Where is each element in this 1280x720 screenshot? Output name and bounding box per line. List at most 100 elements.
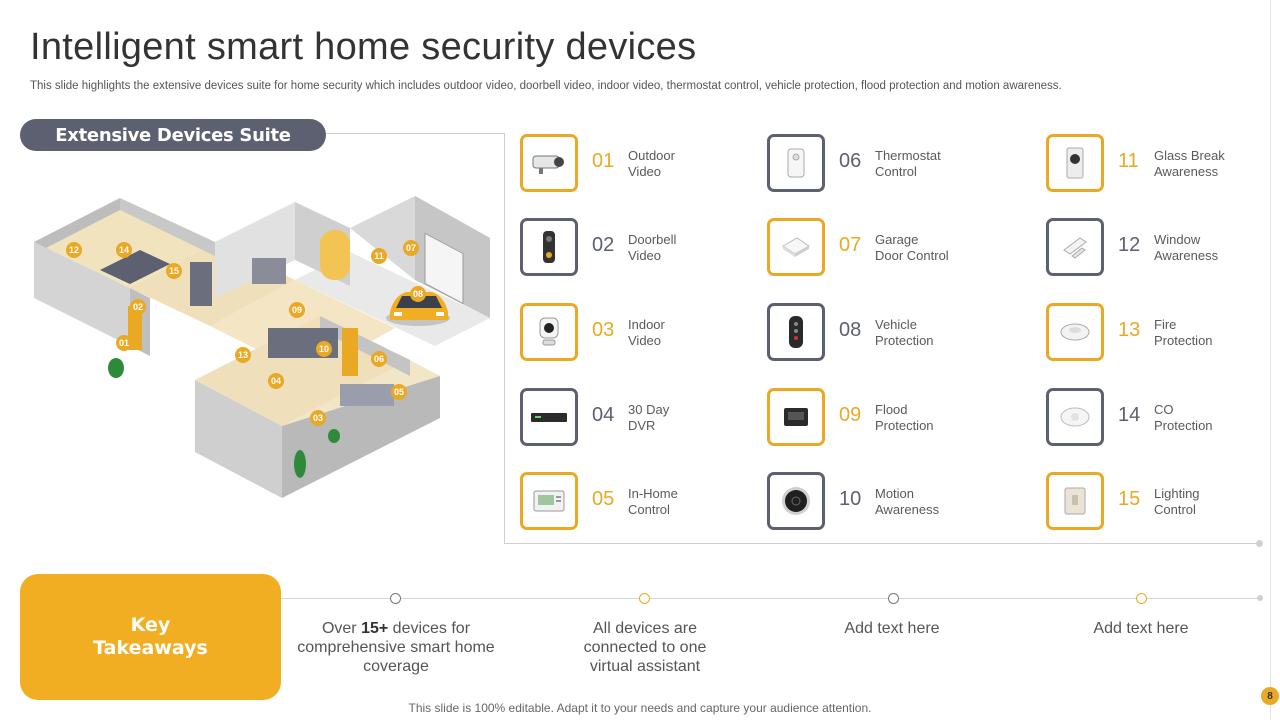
house-floorplan-illustration: 12 14 15 02 01 09 10 13 04 03 06 05 11 0… <box>34 196 490 498</box>
takeaway-marker-3 <box>888 593 899 604</box>
smoke-detector-icon <box>1060 323 1090 341</box>
device-number: 02 <box>592 234 615 256</box>
device-icon-box <box>520 303 578 361</box>
doorbell-icon <box>543 231 555 263</box>
takeaways-heading-line1: Key <box>130 614 171 636</box>
car-key-fob-icon <box>789 316 803 348</box>
takeaways-timeline-end-dot <box>1257 595 1263 601</box>
map-marker-02: 02 <box>133 302 143 312</box>
garage-sensor-icon <box>782 237 810 257</box>
takeaway-marker-2 <box>639 593 650 604</box>
flood-sensor-icon <box>784 408 808 426</box>
page-number-badge: 8 <box>1261 687 1279 705</box>
takeaway-text-2: All devices are connected to one virtual… <box>583 620 707 675</box>
device-icon-box <box>520 472 578 530</box>
smart-thermostat-icon <box>782 487 810 515</box>
control-panel-icon <box>533 490 565 512</box>
map-marker-12: 12 <box>69 245 79 255</box>
suite-frame-bottom <box>504 543 1258 544</box>
device-icon-box <box>1046 303 1104 361</box>
takeaway-text-4: Add text here <box>1093 620 1189 637</box>
takeaways-timeline <box>281 598 1261 599</box>
device-number: 04 <box>592 404 615 426</box>
map-marker-03: 03 <box>313 413 323 423</box>
co-detector-icon <box>1060 407 1090 427</box>
map-marker-15: 15 <box>169 266 179 276</box>
dvr-icon <box>531 413 567 422</box>
map-marker-07: 07 <box>406 243 416 253</box>
indoor-camera-icon <box>539 317 559 346</box>
device-number: 05 <box>592 488 615 510</box>
device-icon-box <box>520 134 578 192</box>
glass-break-sensor-icon <box>1066 147 1084 179</box>
suite-frame-left <box>504 133 505 543</box>
light-switch-icon <box>1064 487 1086 515</box>
map-marker-06: 06 <box>374 354 384 364</box>
key-takeaways-box: Key Takeaways <box>20 574 281 700</box>
map-marker-04: 04 <box>271 376 281 386</box>
device-number: 15 <box>1118 488 1141 510</box>
device-icon-box <box>767 388 825 446</box>
window-sensor-icon <box>1063 237 1087 259</box>
device-number: 03 <box>592 319 615 341</box>
device-number: 06 <box>839 150 862 172</box>
device-icon-box <box>1046 218 1104 276</box>
suite-heading: Extensive Devices Suite <box>55 124 291 146</box>
map-marker-05: 05 <box>394 387 404 397</box>
map-marker-01: 01 <box>119 338 129 348</box>
device-number: 11 <box>1118 150 1139 172</box>
device-icon-box <box>520 218 578 276</box>
slide-edge-divider <box>1270 0 1271 720</box>
map-marker-14: 14 <box>119 245 129 255</box>
map-marker-08: 08 <box>413 289 423 299</box>
device-icon-box <box>767 218 825 276</box>
device-number: 14 <box>1118 404 1141 426</box>
device-icon-box <box>767 472 825 530</box>
device-icon-box <box>520 388 578 446</box>
suite-frame-end-dot <box>1256 540 1263 547</box>
page-title: Intelligent smart home security devices <box>30 26 697 68</box>
map-marker-11: 11 <box>374 251 384 261</box>
takeaway-text-1: Over 15+ devices for comprehensive smart… <box>297 620 495 675</box>
outdoor-camera-icon <box>532 155 564 174</box>
device-icon-box <box>767 303 825 361</box>
thermostat-sensor-icon <box>787 148 805 178</box>
suite-heading-pill: Extensive Devices Suite <box>20 119 326 151</box>
device-number: 08 <box>839 319 862 341</box>
map-marker-10: 10 <box>319 344 329 354</box>
map-marker-13: 13 <box>238 350 248 360</box>
takeaway-text-3: Add text here <box>844 620 940 637</box>
device-number: 07 <box>839 234 862 256</box>
device-icon-box <box>767 134 825 192</box>
device-number: 10 <box>839 488 862 510</box>
device-number: 13 <box>1118 319 1141 341</box>
device-icon-box <box>1046 472 1104 530</box>
suite-frame-top <box>326 133 504 134</box>
